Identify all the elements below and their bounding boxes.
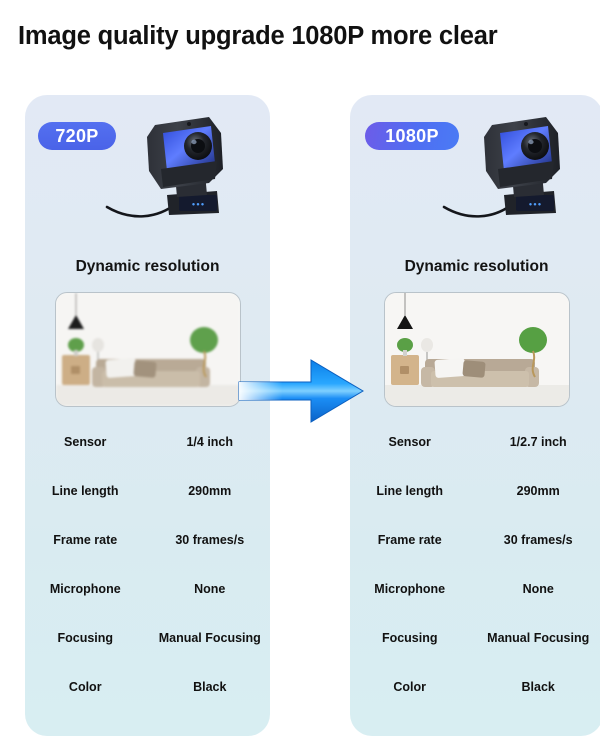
spec-value: None: [522, 581, 554, 596]
spec-label: Color: [393, 679, 427, 694]
spec-label: Frame rate: [377, 532, 442, 547]
resolution-badge-1080p: 1080P: [365, 122, 459, 150]
spec-value: 290mm: [188, 483, 232, 498]
spec-row: Sensor 1/4 inch: [25, 417, 270, 466]
spec-value: 1/2.7 inch: [509, 434, 567, 449]
webcam-product-image: •••: [105, 103, 255, 248]
spec-row: Microphone None: [350, 564, 600, 613]
spec-label: Focusing: [381, 630, 438, 645]
spec-label: Frame rate: [53, 532, 118, 547]
svg-text:•••: •••: [191, 201, 204, 209]
spec-label: Line length: [376, 483, 444, 498]
upgrade-arrow-icon: [237, 352, 365, 430]
spec-row: Microphone None: [25, 564, 270, 613]
spec-row: Line length 290mm: [25, 466, 270, 515]
webcam-product-image: •••: [442, 103, 592, 248]
spec-value: Manual Focusing: [158, 630, 261, 645]
comparison-panel-720p: 720P: [25, 95, 270, 736]
svg-text:•••: •••: [528, 201, 541, 209]
spec-value: None: [194, 581, 226, 596]
spec-label: Focusing: [57, 630, 114, 645]
spec-value: Manual Focusing: [487, 630, 590, 645]
spec-row: Line length 290mm: [350, 466, 600, 515]
page-title: Image quality upgrade 1080P more clear: [18, 22, 498, 50]
spec-row: Focusing Manual Focusing: [350, 613, 600, 662]
section-heading-1080p: Dynamic resolution: [404, 258, 549, 275]
spec-row: Frame rate 30 frames/s: [25, 515, 270, 564]
spec-value: 30 frames/s: [175, 532, 245, 547]
spec-row: Sensor 1/2.7 inch: [350, 417, 600, 466]
comparison-panel-1080p: 1080P: [350, 95, 600, 736]
spec-label: Line length: [51, 483, 119, 498]
spec-label: Microphone: [49, 581, 121, 596]
spec-value: Black: [521, 679, 555, 694]
spec-value: 290mm: [516, 483, 560, 498]
spec-label: Color: [68, 679, 102, 694]
spec-value: Black: [193, 679, 227, 694]
spec-value: 1/4 inch: [186, 434, 234, 449]
spec-value: 30 frames/s: [503, 532, 573, 547]
spec-row: Color Black: [25, 662, 270, 711]
spec-list-1080p: Sensor 1/2.7 inch Line length 290mm Fram…: [350, 417, 600, 711]
section-heading-720p: Dynamic resolution: [75, 258, 220, 275]
spec-label: Sensor: [64, 434, 107, 449]
spec-row: Color Black: [350, 662, 600, 711]
spec-list-720p: Sensor 1/4 inch Line length 290mm Frame …: [25, 417, 270, 711]
spec-row: Frame rate 30 frames/s: [350, 515, 600, 564]
spec-label: Microphone: [374, 581, 446, 596]
room-preview-thumbnail-1080p: [383, 292, 570, 407]
resolution-badge-720p: 720P: [38, 122, 116, 150]
spec-label: Sensor: [388, 434, 431, 449]
spec-row: Focusing Manual Focusing: [25, 613, 270, 662]
room-preview-thumbnail-720p: [54, 292, 241, 407]
